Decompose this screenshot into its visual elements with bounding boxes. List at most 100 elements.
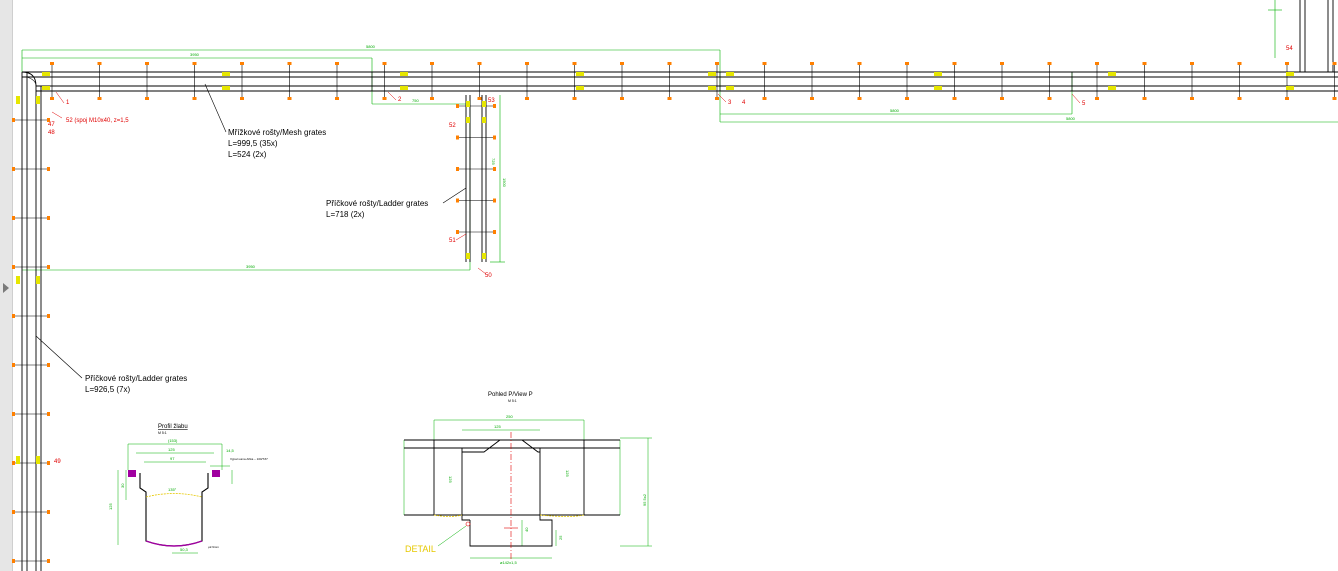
bolt-head-right (493, 198, 496, 203)
bolt-head-left (12, 314, 15, 318)
clamp (1108, 72, 1116, 76)
view-p-scale: M 5:1 (508, 399, 517, 403)
bolt-head-bottom (382, 97, 387, 100)
bolt-head-right (47, 314, 50, 318)
view-p-dim-overall-h: 95 5x2 (642, 493, 647, 506)
view-p-detail-label: DETAIL (405, 544, 436, 554)
view-p-title: Pohled P/View P (488, 392, 533, 398)
clamp (16, 276, 20, 284)
bolt-head-bottom (50, 97, 54, 100)
bolt-head-bottom (810, 97, 814, 100)
bolt-head-top (335, 62, 339, 65)
marker-53: 53 (488, 98, 495, 104)
bolt-head-bottom (335, 97, 339, 100)
dim-small-gap: 750 (412, 98, 419, 103)
mesh-grates-length-2: L=524 (2x) (228, 150, 267, 159)
bolt-head-left (456, 198, 459, 203)
bolt-head-top (477, 62, 482, 65)
dimension-lines (21, 0, 1338, 271)
dim-left-return: 3950 (246, 264, 256, 269)
view-p-dim-left-h: 125 (448, 476, 453, 483)
bolt-head-top (715, 62, 719, 65)
bolt-head-bottom (477, 97, 482, 100)
clamp (482, 101, 486, 107)
bolt-head-top (1095, 62, 1099, 65)
profile-dim-d: 30 (120, 483, 125, 488)
mesh-grates-title: Mřížkové rošty/Mesh grates (228, 128, 326, 137)
bolt-head-left (456, 135, 459, 140)
marker-1: 1 (66, 100, 70, 106)
clamp (726, 86, 734, 90)
bolt-head-left (12, 461, 15, 465)
bolt-head-right (47, 118, 50, 122)
bolt-head-bottom (1190, 97, 1194, 100)
bolt-head-top (620, 62, 624, 65)
ladder-grates-left-title: Příčkové rošty/Ladder grates (85, 374, 187, 383)
bolt-head-top (192, 62, 197, 65)
clamp (576, 86, 584, 90)
bolt-head-left (12, 167, 15, 171)
bolt-head-bottom (430, 97, 434, 100)
bolt-head-bottom (192, 97, 197, 100)
clamp (400, 86, 408, 90)
profile-dim-angle: 135° (168, 487, 177, 492)
bolt-head-bottom (1332, 97, 1337, 100)
dim-bottom-right-a: 5800 (890, 108, 900, 113)
profile-dim-b: 97 (170, 456, 175, 461)
bolt-head-top (240, 62, 244, 65)
bolt-head-left (456, 104, 459, 108)
marker-51: 51 (449, 238, 456, 244)
bolt-head-bottom (1237, 97, 1242, 100)
marker-49: 49 (54, 459, 61, 465)
marker-52-note: 52 (spoj M10x40, z=1,5 (66, 118, 129, 124)
bolt-head-top (572, 62, 577, 65)
clamp (1286, 72, 1294, 76)
chevron-right-icon[interactable] (3, 283, 9, 293)
bolt-head-right (47, 216, 50, 220)
corner-elbow-inner (26, 76, 37, 87)
clamp (42, 86, 50, 90)
bolt-head-top (145, 62, 149, 65)
bolt-head-top (382, 62, 387, 65)
bolt-head-top (905, 62, 909, 65)
dim-bottom-right-b: 5800 (1066, 116, 1076, 121)
clamp (482, 117, 486, 123)
bolt-head-bottom (145, 97, 149, 100)
clamp (42, 72, 50, 76)
profile-dim-c: 14,5 (226, 448, 235, 453)
bolt-head-top (525, 62, 529, 65)
bolt-head-top (430, 62, 434, 65)
bolt-head-right (47, 363, 50, 367)
bolt-head-bottom (572, 97, 577, 100)
bolt-head-left (12, 216, 15, 220)
section-profile-detail: Profil žlabu M 5:1 (153) 125 97 (108, 424, 268, 554)
dim-riser-vertical-b: 725 (491, 158, 496, 165)
clamp (466, 253, 470, 259)
bolt-head-bottom (240, 97, 244, 100)
bolt-head-left (12, 118, 15, 122)
bolt-head-bottom (667, 97, 672, 100)
bolt-head-right (47, 510, 50, 514)
marker-4: 4 (742, 100, 746, 106)
corner-elbow (21, 71, 37, 87)
bolt-head-left (12, 510, 15, 514)
view-p-dim-right-h: 125 (565, 470, 570, 477)
callout-leaders (35, 83, 467, 379)
bolt-head-right (493, 104, 496, 108)
cad-drawing[interactable]: 5800 3950 5800 5800 3950 750 1500 725 (12, 0, 1338, 571)
clamp (222, 86, 230, 90)
fasteners-layer (12, 62, 1337, 563)
bolt-head-top (1285, 62, 1289, 65)
bolt-head-bottom (905, 97, 909, 100)
bolt-head-right (47, 412, 50, 416)
profile-dim-e: 125 (108, 503, 113, 510)
main-horizontal-tray (22, 71, 1338, 92)
profile-dim-a: 125 (168, 447, 175, 452)
view-p-dim-inner: 125 (494, 424, 501, 429)
view-p-detail: Pohled P/View P M 5:1 (403, 392, 652, 565)
profile-dim-f: 50,3 (180, 547, 189, 552)
bolt-head-top (97, 62, 102, 65)
clamp (726, 72, 734, 76)
clamp (16, 96, 20, 104)
